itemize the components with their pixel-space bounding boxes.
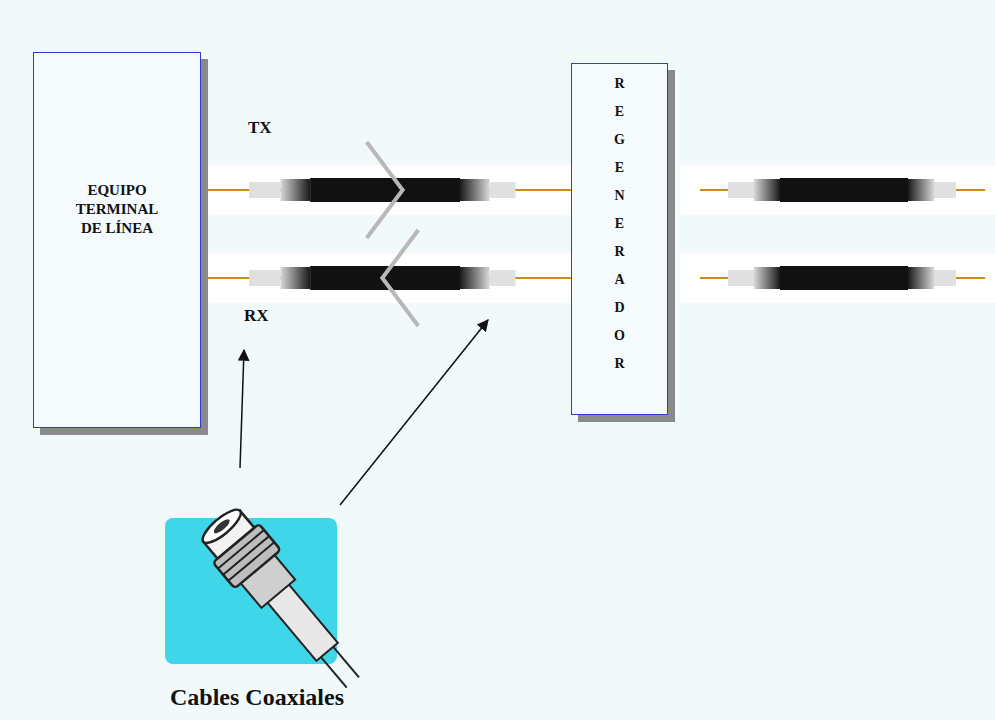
node-text: REGENERADOR [613,70,627,378]
signal-label: TX [248,118,272,138]
terminal-equipment-box: EQUIPO TERMINAL DE LÍNEA [33,52,201,428]
caption-label: Cables Coaxiales [170,684,344,711]
leader-arrow [340,320,488,505]
band [680,165,995,215]
leader-arrow [240,350,244,468]
signal-label: RX [244,306,269,326]
coax-cable-tx [201,142,571,238]
band [680,253,995,303]
coax-cable-rx [201,230,571,326]
node-text: EQUIPO TERMINAL DE LÍNEA [65,181,169,238]
bnc-connector-icon [165,501,376,702]
regenerator-box: REGENERADOR [571,63,668,415]
coax-cable [700,266,985,290]
coax-cable [700,178,985,202]
